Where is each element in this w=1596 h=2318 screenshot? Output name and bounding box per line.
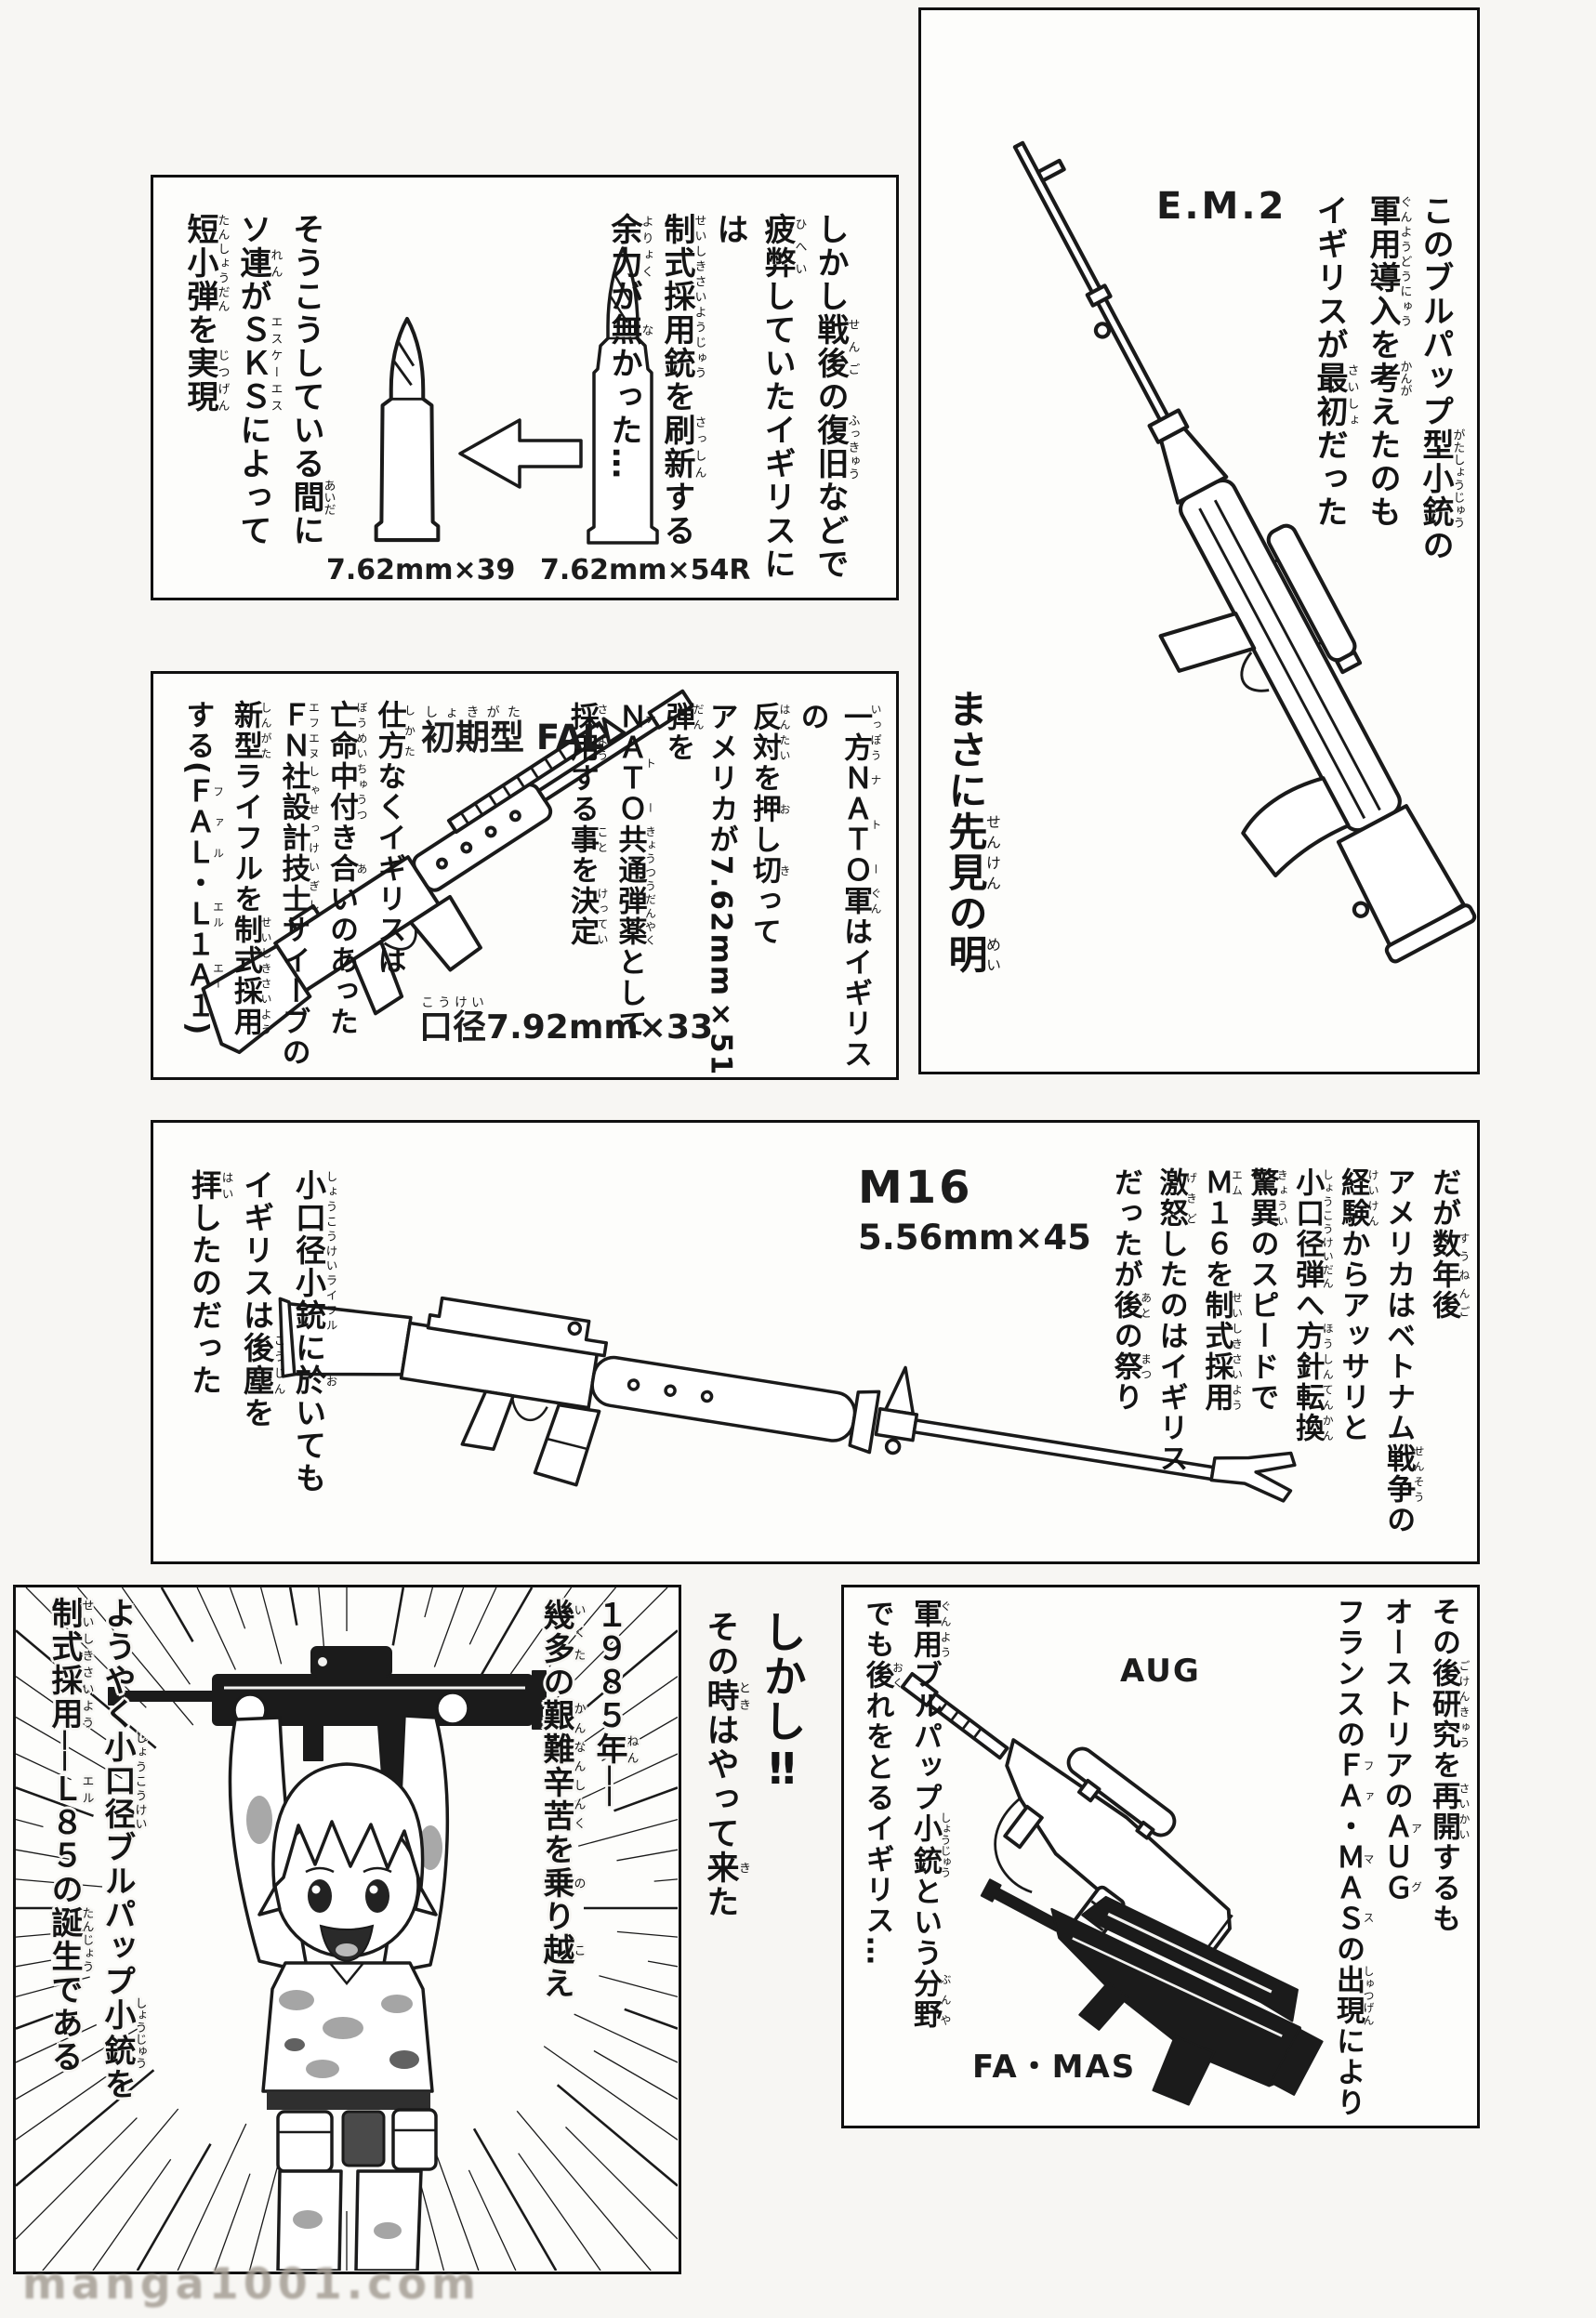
l85-left-text: ようやく小口径しょうこうけいブルパップ小銃しょうじゅうを 制式採用せいしきさいよ… bbox=[40, 1597, 147, 2101]
m16-right-text: だが数年後すうねんご アメリカはベトナム戦争せんそうの 経験けいけんからアッサリ… bbox=[1106, 1167, 1471, 1535]
text-line: 採用さいようする事ことを決定けってい bbox=[565, 702, 609, 947]
caption-line: このブルパップ型小銃がたしょうじゅうの bbox=[1417, 194, 1465, 562]
caption-line: 疲弊ひへいしていたイギリスには bbox=[711, 213, 807, 581]
note-line: そうこうしている間あいだに bbox=[287, 213, 336, 547]
text-line: 新型しんがたライフルを制式採用せいしきさいよう bbox=[229, 700, 272, 1037]
site-watermark: manga1001.com bbox=[22, 2259, 481, 2309]
caption-line: しかし戦後せんごの復旧ふっきゅうなどで bbox=[811, 213, 860, 581]
fal-rifle-illustration bbox=[201, 689, 694, 1055]
text-line: 拝はいしたのだった bbox=[186, 1169, 234, 1397]
text-line: 激怒げきどしたのはイギリス bbox=[1154, 1167, 1198, 1474]
girl-holding-l85-illustration bbox=[108, 1646, 547, 2271]
text-line: 経験けいけんからアッサリと bbox=[1336, 1167, 1380, 1443]
fal-left-text: 仕方しかたなくイギリスは 亡命中付ぼうめいちゅうつき合あいのあった ＦＮエフエヌ… bbox=[176, 700, 416, 1068]
em2-caption: このブルパップ型小銃がたしょうじゅうの 軍用導入ぐんようどうにゅうを考かんがえた… bbox=[1305, 194, 1465, 562]
text-line: 亡命中付ぼうめいちゅうつき合あいのあった bbox=[324, 700, 368, 1037]
text-line: 仕方しかたなくイギリスは bbox=[372, 700, 416, 976]
l85-right-text: １９８５年ねん── 幾多いくたの艱難辛苦かんなんしんくを乗のり越こえ bbox=[532, 1599, 639, 2000]
text-line: だったが後あとの祭まつり bbox=[1108, 1167, 1153, 1413]
note-line: 短小弾たんしょうだんを実現じつげん bbox=[181, 213, 230, 414]
panel-fal: 一方いっぽうＮＡＴＯナトー軍ぐんはイギリスの 反対はんたいを押おし切きって アメ… bbox=[151, 671, 899, 1080]
text-line: 一方いっぽうＮＡＴＯナトー軍ぐんはイギリスの bbox=[795, 702, 883, 1070]
text-line: アメリカはベトナム戦争せんそうの bbox=[1381, 1167, 1426, 1535]
text-line: 反対はんたいを押おし切きって bbox=[747, 702, 791, 947]
note-line: ソ連れんがＳＫＳエスケーエスによって bbox=[234, 213, 283, 547]
panel-aug-famas: その後研究ごけんきゅうを再開さいかいするも オーストリアのＡＵＧアグ フランスの… bbox=[841, 1585, 1480, 2128]
famas-label: FA・MAS bbox=[972, 2048, 1137, 2086]
panel-em2: このブルパップ型小銃がたしょうじゅうの 軍用導入ぐんようどうにゅうを考かんがえた… bbox=[918, 7, 1480, 1074]
text-line: 驚異きょういのスピードで bbox=[1245, 1167, 1289, 1413]
text-line: 小口径小銃しょうこうけいライフルに於おいても bbox=[290, 1169, 338, 1495]
text-line: オーストリアのＡＵＧアグ bbox=[1378, 1597, 1423, 1903]
text-line: 幾多いくたの艱難辛苦かんなんしんくを乗のり越こえ bbox=[537, 1599, 586, 2000]
m16-left-text: 小口径小銃しょうこうけいライフルに於おいても イギリスは後塵こうじんを 拝はいし… bbox=[181, 1169, 338, 1495]
aug-left-text: 軍用ぐんようブルパップ小銃しょうじゅうという分野ぶんや でも後おくれをとるイギリ… bbox=[855, 1599, 953, 2031]
cartridges-caption: しかし戦後せんごの復旧ふっきゅうなどで 疲弊ひへいしていたイギリスには 制式採用… bbox=[600, 213, 860, 598]
panel-cartridges: しかし戦後せんごの復旧ふっきゅうなどで 疲弊ひへいしていたイギリスには 制式採用… bbox=[151, 175, 899, 600]
fal-caliber-label: 口径こうけい7.92mm×33 bbox=[419, 995, 714, 1047]
text-line: でも後おくれをとるイギリス… bbox=[860, 1599, 904, 1967]
em2-label: E.M.2 bbox=[1156, 185, 1287, 228]
text-line: アメリカが7.62mm×51弾だんを bbox=[661, 702, 738, 1077]
fal-right-text: 一方いっぽうＮＡＴＯナトー軍ぐんはイギリスの 反対はんたいを押おし切きって アメ… bbox=[561, 702, 882, 1077]
cartridge-large-label: 7.62mm×54R bbox=[540, 554, 751, 586]
text-line: ＮＡＴＯナトー共通弾薬きょうつうだんやくとして bbox=[613, 702, 657, 1039]
text-line: ようやく小口径しょうこうけいブルパップ小銃しょうじゅうを bbox=[99, 1597, 147, 2101]
em2-rifle-illustration bbox=[1012, 140, 1477, 964]
text-line: １９８５年ねん── bbox=[590, 1599, 639, 1808]
caption-line: 余力よりょくが無なかった… bbox=[605, 213, 653, 481]
text-line: する(ＦＡＬファル・Ｌエル１Ａエー１) bbox=[180, 700, 225, 1037]
aug-famas-illustrations bbox=[900, 1672, 1324, 2106]
aug-label: AUG bbox=[1120, 1653, 1201, 1690]
text-line: 軍用ぐんようブルパップ小銃しょうじゅうという分野ぶんや bbox=[908, 1599, 952, 2031]
text-line: 制式採用せいしきさいよう──Ｌエル８５の誕生たんじょうである bbox=[46, 1597, 94, 2074]
text-line: フランスのＦＡファ・ＭＡＳマスの出現しゅつげんにより bbox=[1331, 1597, 1375, 2118]
speed-lines bbox=[16, 1587, 678, 2271]
interjection-text: しかし‼ その時ときはやって来きた bbox=[695, 1610, 814, 1919]
m16-label: M16 bbox=[858, 1162, 973, 1214]
fal-type-label: 初期型しょきがた FAL bbox=[421, 705, 605, 757]
panel-l85-girl: １９８５年ねん── 幾多いくたの艱難辛苦かんなんしんくを乗のり越こえ ようやく小… bbox=[13, 1585, 681, 2274]
interjection-line: その時ときはやって来きた bbox=[701, 1610, 751, 1919]
text-line: だが数年後すうねんご bbox=[1427, 1167, 1471, 1321]
m16-caliber-label: 5.56mm×45 bbox=[858, 1218, 1091, 1258]
text-line: 小口径弾しょうこうけいだんへ方針転換ほうしんてんかん bbox=[1290, 1167, 1335, 1443]
caption-line: 制式採用銃せいしきさいようじゅうを刷新さっしんする bbox=[658, 213, 706, 547]
caption-line: イギリスが最初さいしょだった bbox=[1311, 194, 1359, 529]
cartridge-illustrations bbox=[374, 246, 659, 545]
cartridge-small-label: 7.62mm×39 bbox=[326, 554, 516, 586]
tagline-line: まさに先見せんけんの明めい bbox=[943, 689, 1001, 975]
m16-rifle-illustration bbox=[278, 1296, 1297, 1503]
em2-tagline: まさに先見せんけんの明めい bbox=[936, 689, 1001, 975]
text-line: Ｍエム１６を制式採用せいしきさいよう bbox=[1199, 1167, 1244, 1413]
interjection-line: しかし‼ bbox=[757, 1610, 808, 1796]
caption-line: 軍用導入ぐんようどうにゅうを考かんがえたのも bbox=[1364, 194, 1412, 529]
arrow-left-icon bbox=[458, 418, 583, 489]
text-line: その後研究ごけんきゅうを再開さいかいするも bbox=[1427, 1597, 1471, 1934]
text-line: ＦＮエフエヌ社設計技士しゃせっけいぎしサイーブの bbox=[276, 700, 321, 1068]
aug-right-text: その後研究ごけんきゅうを再開さいかいするも オーストリアのＡＵＧアグ フランスの… bbox=[1326, 1597, 1471, 2118]
text-line: イギリスは後塵こうじんを bbox=[238, 1169, 286, 1429]
panel-m16: だが数年後すうねんご アメリカはベトナム戦争せんそうの 経験けいけんからアッサリ… bbox=[151, 1120, 1480, 1564]
cartridges-note: そうこうしている間あいだに ソ連れんがＳＫＳエスケーエスによって 短小弾たんしょ… bbox=[176, 213, 336, 547]
